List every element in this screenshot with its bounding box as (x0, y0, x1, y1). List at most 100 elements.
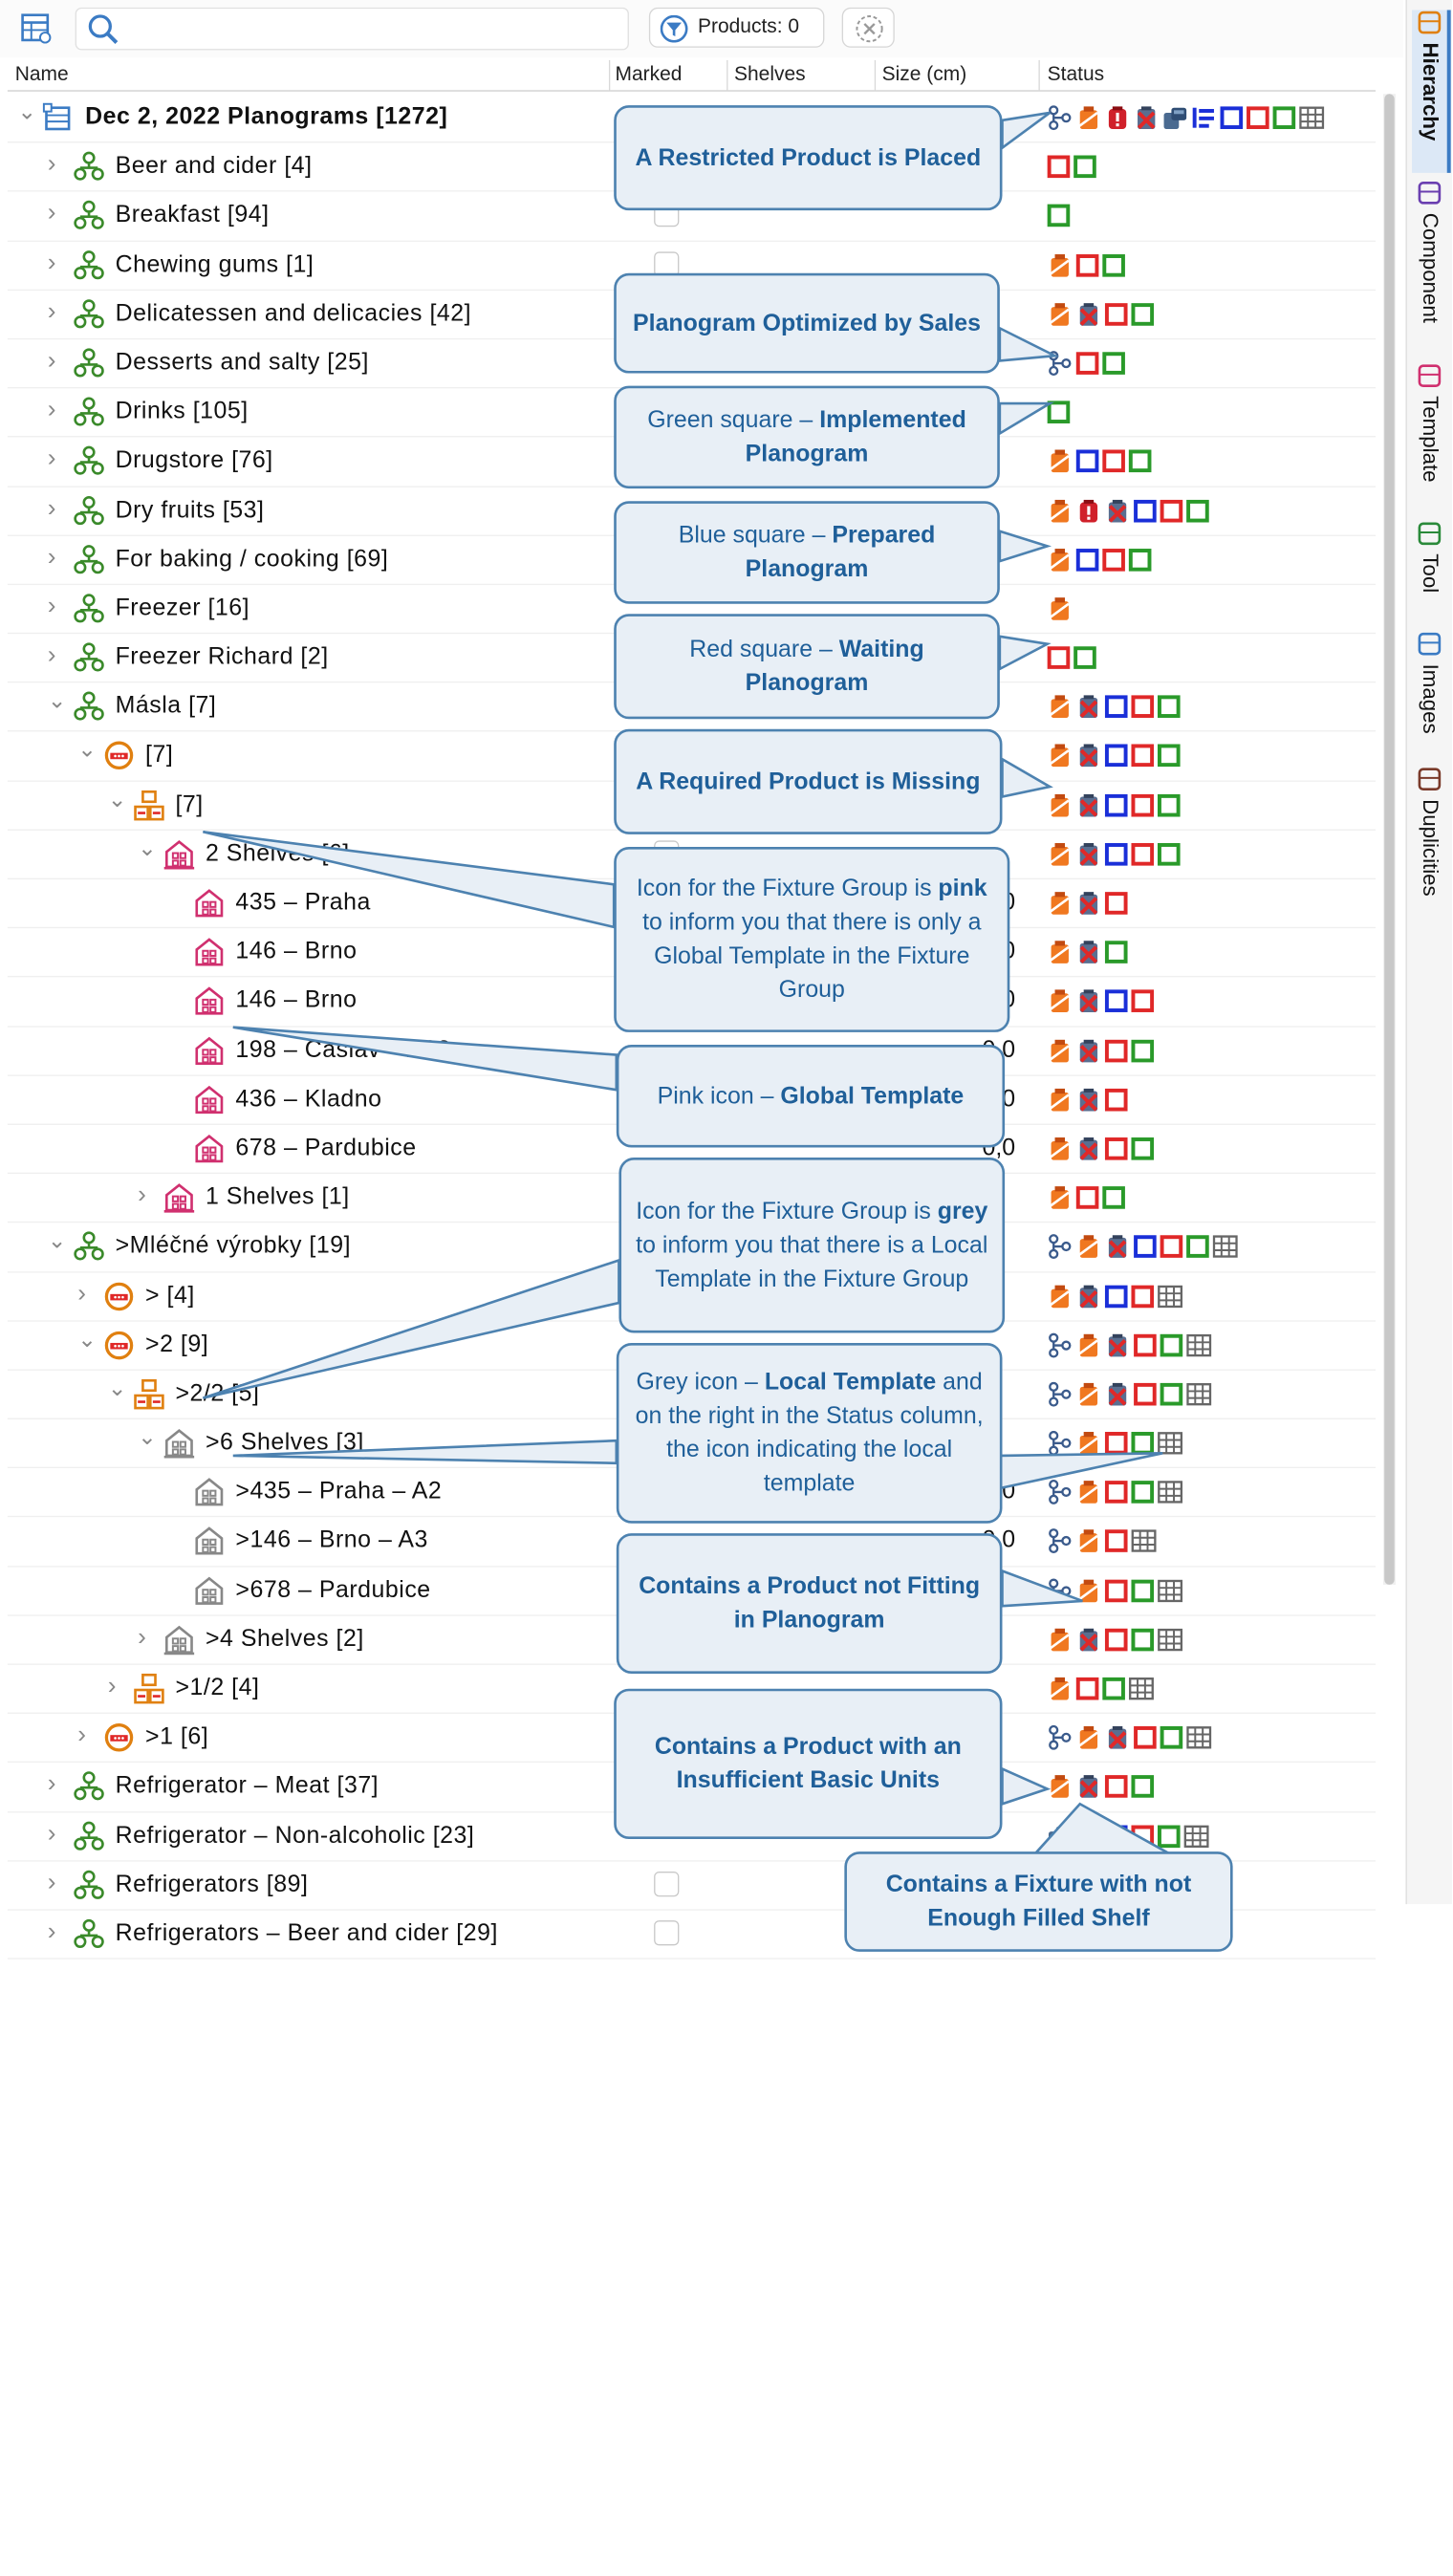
template-pink-icon (195, 1036, 224, 1065)
column-divider[interactable] (1038, 59, 1040, 91)
product-not-fitting-icon (1079, 842, 1098, 866)
side-tab-component[interactable]: Component (1412, 181, 1447, 343)
expand-chevron-icon[interactable]: › (47, 396, 56, 424)
expand-chevron-icon[interactable]: › (47, 543, 56, 572)
collapse-chevron-icon[interactable]: ⌄ (138, 834, 157, 861)
collapse-chevron-icon[interactable]: ⌄ (138, 1424, 157, 1450)
status-icons (1047, 202, 1071, 229)
expand-chevron-icon[interactable]: › (47, 1869, 56, 1896)
tree-row-label: 435 – Praha (235, 889, 371, 917)
status-icons (1048, 890, 1128, 918)
missing-required-product-icon (1049, 1039, 1070, 1062)
tree-row[interactable]: ›Refrigerators – Beer and cider [29] (7, 1911, 1377, 1959)
waiting-planogram-icon (1104, 302, 1128, 326)
local-template-icon (1186, 1333, 1212, 1356)
optimized-by-sales-icon (1049, 1430, 1072, 1456)
expand-chevron-icon[interactable]: › (47, 1770, 56, 1799)
side-tab-label: Duplicities (1418, 799, 1442, 897)
search-field[interactable] (75, 7, 629, 51)
expand-chevron-icon[interactable]: › (47, 494, 56, 522)
optimized-by-sales-icon (1049, 1332, 1072, 1358)
tree-row-label: Refrigerator – Meat [37] (115, 1772, 380, 1800)
side-tab-images[interactable]: Images (1412, 632, 1447, 751)
expand-chevron-icon[interactable]: › (77, 1721, 87, 1749)
collapse-chevron-icon[interactable]: ⌄ (77, 737, 98, 763)
callout-box: Icon for the Fixture Group is pink to in… (614, 846, 1010, 1032)
tree-row[interactable]: ⌄Másla [7] (7, 683, 1377, 732)
status-icons (1048, 742, 1181, 769)
column-shelves[interactable]: Shelves (734, 63, 806, 86)
collapse-chevron-icon[interactable]: ⌄ (17, 98, 37, 124)
product-not-fitting-icon (1079, 1136, 1098, 1160)
expand-chevron-icon[interactable]: › (107, 1672, 117, 1700)
tree-row[interactable]: ›Breakfast [94] (7, 192, 1377, 242)
expand-chevron-icon[interactable]: › (47, 1917, 56, 1946)
status-icons (1048, 595, 1073, 622)
callout-text: Contains a Product with an Insufficient … (629, 1730, 987, 1798)
expand-chevron-icon[interactable]: › (138, 1181, 146, 1209)
side-tab-duplicities[interactable]: Duplicities (1412, 767, 1447, 917)
callout-text-part: Green square – (647, 406, 820, 434)
expand-chevron-icon[interactable]: › (47, 346, 56, 375)
expand-chevron-icon[interactable]: › (47, 592, 56, 620)
status-icons (1048, 791, 1181, 819)
side-tab-tool[interactable]: Tool (1412, 521, 1447, 615)
tree-row-label: Chewing gums [1] (115, 250, 314, 278)
callout-text: A Required Product is Missing (636, 765, 980, 798)
collapse-chevron-icon[interactable]: ⌄ (47, 687, 67, 714)
waiting-planogram-icon (1131, 745, 1155, 768)
table-settings-icon[interactable] (20, 12, 53, 45)
callout-text-part: Contains a Fixture with not Enough Fille… (885, 1872, 1192, 1932)
callout-text-part: Local Template (764, 1369, 937, 1396)
tree-row[interactable]: ›Refrigerators [89] (7, 1861, 1377, 1911)
column-marked[interactable]: Marked (615, 63, 683, 86)
callout-box: Pink icon – Global Template (616, 1045, 1006, 1148)
callout-text-part: and on the right in the Status column, t… (635, 1369, 984, 1498)
column-name[interactable]: Name (14, 63, 69, 86)
optimized-by-sales-icon (1049, 1381, 1072, 1407)
implemented-planogram-icon (1157, 793, 1181, 817)
collapse-chevron-icon[interactable]: ⌄ (107, 786, 127, 812)
side-tab-hierarchy[interactable]: Hierarchy (1412, 10, 1451, 173)
status-icons (1048, 1626, 1183, 1654)
collapse-chevron-icon[interactable]: ⌄ (77, 1326, 98, 1352)
status-icons (1048, 1086, 1128, 1114)
expand-chevron-icon[interactable]: › (47, 199, 56, 227)
expand-chevron-icon[interactable]: › (47, 297, 56, 326)
fixture-set-icon (134, 1378, 164, 1410)
expand-chevron-icon[interactable]: › (77, 1279, 87, 1308)
collapse-chevron-icon[interactable]: ⌄ (107, 1375, 127, 1401)
expand-chevron-icon[interactable]: › (47, 641, 56, 669)
status-icons (1048, 1037, 1155, 1065)
callout-box: Contains a Product with an Insufficient … (614, 1688, 1003, 1839)
expand-chevron-icon[interactable]: › (47, 150, 56, 179)
tree-row-label: Freezer [16] (115, 595, 250, 621)
column-divider[interactable] (608, 59, 611, 91)
clear-filter-button[interactable] (841, 7, 895, 48)
side-tab-template[interactable]: Template (1412, 363, 1447, 501)
template-grey-icon (195, 1526, 224, 1556)
tree-row-label: [7] (175, 790, 204, 818)
products-filter-button[interactable]: Products: 0 (648, 7, 825, 48)
prepared-planogram-icon (1104, 989, 1128, 1013)
status-icons (1048, 1282, 1183, 1310)
callout-text-part: Pink icon – (657, 1083, 781, 1110)
marked-checkbox[interactable] (654, 1920, 680, 1946)
column-status[interactable]: Status (1047, 63, 1105, 86)
expand-chevron-icon[interactable]: › (47, 1819, 56, 1848)
store-group-icon (104, 742, 134, 770)
column-size[interactable]: Size (cm) (881, 63, 967, 86)
marked-checkbox[interactable] (654, 1871, 680, 1896)
column-divider[interactable] (874, 59, 877, 91)
expand-chevron-icon[interactable]: › (138, 1623, 146, 1652)
collapse-chevron-icon[interactable]: ⌄ (47, 1227, 67, 1254)
fixture-grey-icon (163, 1625, 195, 1656)
vertical-scrollbar[interactable] (1382, 94, 1397, 1585)
category-icon (74, 495, 104, 525)
column-divider[interactable] (726, 59, 728, 91)
callout-text-part: A Required Product is Missing (636, 768, 981, 795)
expand-chevron-icon[interactable]: › (47, 444, 56, 473)
search-input[interactable] (128, 13, 611, 44)
scrollbar-thumb[interactable] (1384, 94, 1395, 1585)
expand-chevron-icon[interactable]: › (47, 249, 56, 277)
